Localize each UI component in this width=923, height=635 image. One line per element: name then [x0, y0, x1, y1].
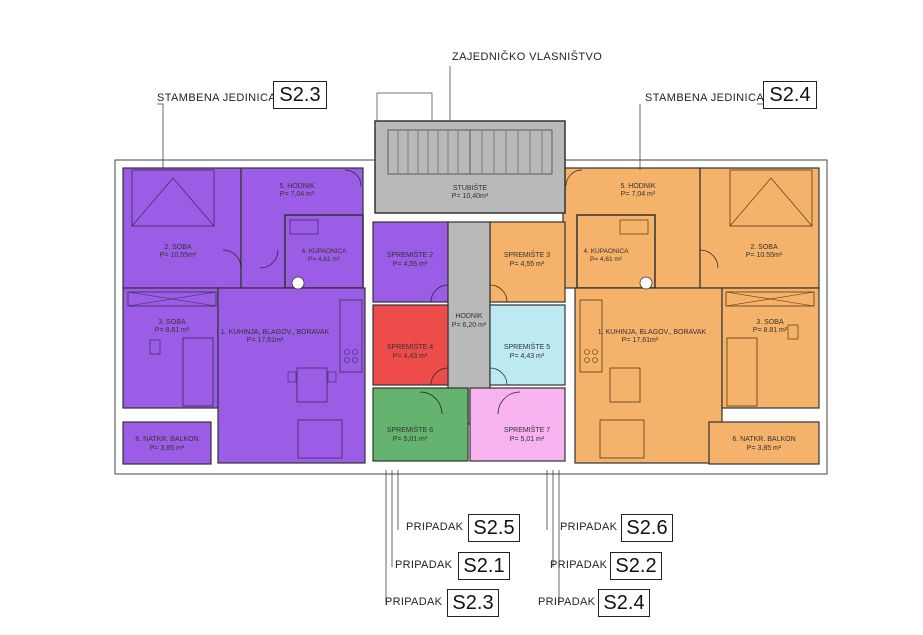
label-r-soba2-name: 2. SOBA	[750, 244, 778, 251]
bed-icon	[729, 169, 813, 227]
pripadak-label: PRIPADAK	[560, 521, 618, 533]
room-l-soba3	[122, 287, 219, 409]
bed-icon	[182, 337, 214, 407]
door-arc	[344, 169, 362, 187]
label-l-soba2-name: 2. SOBA	[164, 244, 192, 251]
label-spremiste4-name: SPREMIŠTE 4	[387, 342, 433, 351]
sofa-icon	[297, 419, 343, 459]
label-spremiste5-name: SPREMIŠTE 5	[504, 342, 550, 351]
room-r-balkon	[708, 421, 820, 465]
label-l-soba2-area: P= 10,55m²	[160, 252, 197, 259]
label-spremiste7-area: P= 5,01 m²	[510, 436, 545, 443]
door-arc	[430, 284, 449, 303]
label-l-kuhinja-area: P= 17,61m²	[247, 337, 284, 344]
pripadak-left-1: S2.5	[468, 514, 520, 542]
pripadak-label: PRIPADAK	[385, 596, 443, 608]
room-spremiste7	[469, 387, 566, 462]
bathtub-icon	[289, 219, 319, 235]
label-r-kuhinja-name: 1. KUHINJA, BLAGOV., BORAVAK	[598, 329, 707, 336]
label-spremiste2-name: SPREMIŠTE 2	[387, 250, 433, 259]
unit-left-prefix: STAMBENA JEDINICA	[157, 92, 277, 104]
room-spremiste2	[372, 221, 449, 303]
bathtub-icon	[619, 219, 649, 235]
room-r-kuhinja	[574, 287, 723, 464]
unit-right-prefix: STAMBENA JEDINICA	[645, 92, 765, 104]
washing-machine-icon	[291, 276, 305, 290]
label-spremiste2-area: P= 4,55 m²	[393, 261, 428, 268]
label-r-balkon-name: 6. NATKR. BALKON	[732, 436, 795, 443]
washing-machine-icon	[639, 276, 653, 290]
label-spremiste7-name: SPREMIŠTE 7	[504, 425, 550, 434]
pripadak-right-1: S2.6	[621, 514, 673, 542]
label-r-hodnik-name: 5. HODNIK	[620, 183, 655, 190]
pripadak-left-3: S2.3	[447, 589, 499, 617]
label-spremiste6-name: SPREMIŠTE 6	[387, 425, 433, 434]
room-r-soba3	[721, 287, 820, 409]
label-l-kupaonica-area: P= 4,61 m²	[308, 256, 341, 263]
room-spremiste3	[489, 221, 566, 303]
leader-lines	[157, 66, 765, 605]
pripadak-right-2: S2.2	[610, 552, 662, 580]
label-r-kupaonica-name: 4. KUPAONICA	[583, 248, 629, 255]
wardrobe-icon	[127, 291, 217, 307]
label-l-kuhinja-name: 1. KUHINJA, BLAGOV., BORAVAK	[221, 329, 330, 336]
room-l-balkon	[122, 421, 212, 465]
unit-left-code: S2.3	[273, 81, 327, 109]
bed-icon	[726, 337, 758, 407]
bed-icon	[131, 177, 215, 227]
kitchen-counter-icon	[579, 299, 603, 373]
pripadak-left-2: S2.1	[458, 552, 510, 580]
label-l-hodnik-area: P= 7,04 m²	[280, 191, 315, 198]
label-r-soba3-name: 3. SOBA	[756, 319, 784, 326]
label-r-kupaonica-area: P= 4,61 m²	[590, 256, 623, 263]
label-r-soba3-area: P= 8.81 m²	[753, 327, 788, 334]
kitchen-counter-icon	[339, 299, 363, 373]
label-r-balkon-area: P= 3,85 m²	[747, 445, 782, 452]
label-spremiste3-area: P= 4,55 m²	[510, 261, 545, 268]
label-spremiste3-name: SPREMIŠTE 3	[504, 250, 550, 259]
door-arc	[565, 169, 583, 187]
label-spremiste6-area: P= 5,01 m²	[393, 436, 428, 443]
label-r-hodnik-area: P= 7,04 m²	[621, 191, 656, 198]
label-stubiste-area: P= 10,40m²	[452, 193, 489, 200]
label-l-hodnik-name: 5. HODNIK	[279, 183, 314, 190]
label-l-kupaonica-name: 4. KUPAONICA	[301, 248, 347, 255]
central-core	[372, 92, 566, 462]
bed-icon	[131, 169, 215, 227]
wardrobe-icon	[725, 291, 815, 307]
unit-left	[122, 167, 366, 465]
room-l-kuhinja	[217, 287, 366, 464]
unit-right	[562, 167, 820, 465]
room-l-kupaonica	[284, 214, 364, 289]
room-r-kupaonica	[576, 214, 656, 289]
sofa-icon	[599, 419, 645, 459]
label-l-soba3-name: 3. SOBA	[158, 319, 186, 326]
label-r-kuhinja-area: P= 17,61m²	[622, 337, 659, 344]
pripadak-label: PRIPADAK	[395, 559, 453, 571]
room-spremiste6	[372, 387, 469, 462]
label-spremiste4-area: P= 4,43 m²	[393, 353, 428, 360]
table-icon	[609, 367, 641, 403]
room-r-soba2	[699, 167, 820, 289]
unit-right-code: S2.4	[763, 81, 817, 109]
label-l-soba3-area: P= 8,81 m²	[155, 327, 190, 334]
label-l-balkon-area: P= 3,85 m²	[150, 445, 185, 452]
shared-ownership-label: ZAJEDNIČKO VLASNIŠTVO	[452, 51, 603, 63]
label-stubiste-name: STUBIŠTE	[453, 183, 488, 192]
room-l-soba2	[122, 167, 242, 289]
label-hodnik-c-area: P= 6,20 m²	[452, 322, 487, 329]
room-labels: 2. SOBA P= 10,55m² 5. HODNIK P= 7,04 m² …	[135, 183, 795, 452]
table-icon	[296, 367, 328, 403]
pripadak-label: PRIPADAK	[406, 521, 464, 533]
pripadak-label: PRIPADAK	[550, 559, 608, 571]
label-hodnik-c-name: HODNIK	[455, 313, 483, 320]
label-spremiste5-area: P= 4,43 m²	[510, 353, 545, 360]
pripadak-label: PRIPADAK	[538, 596, 596, 608]
label-l-balkon-name: 6. NATKR. BALKON	[135, 436, 198, 443]
room-spremiste5	[489, 304, 566, 386]
label-r-soba2-area: P= 10.55m²	[746, 252, 783, 259]
pripadak-right-3: S2.4	[598, 589, 650, 617]
room-spremiste4	[372, 304, 449, 386]
